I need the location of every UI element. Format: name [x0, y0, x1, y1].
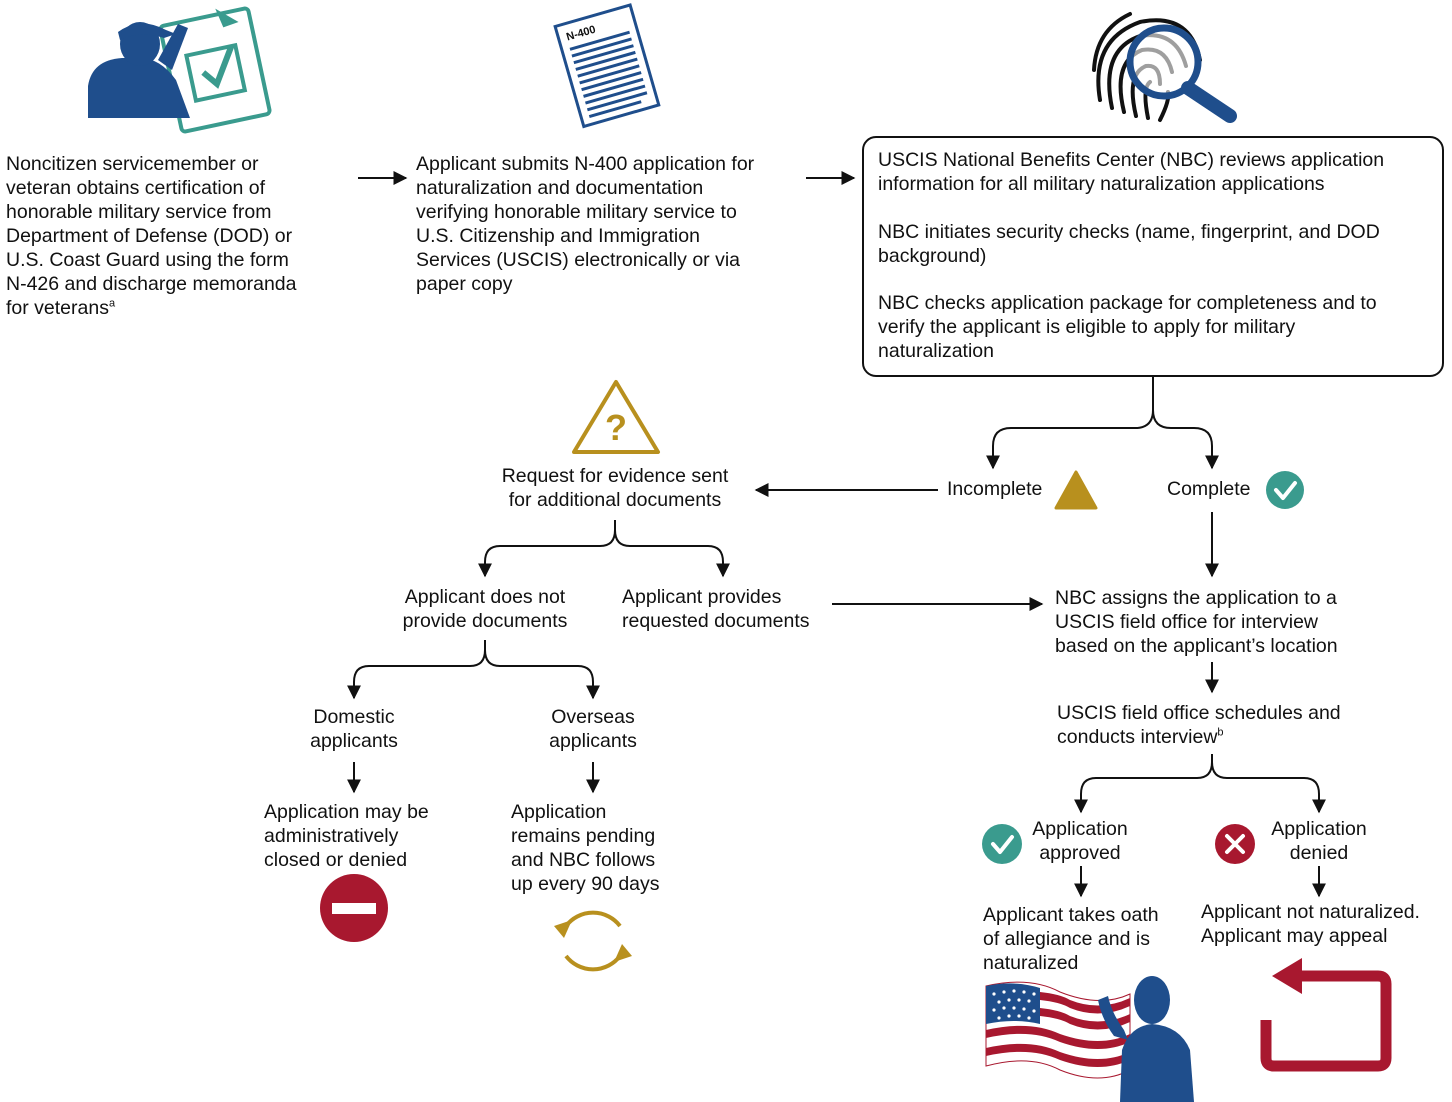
overseas-text: Overseas applicants	[549, 706, 637, 752]
incomplete-warning-icon	[1054, 470, 1098, 510]
complete-label: Complete	[1167, 478, 1251, 500]
approved-text: Application approved	[1032, 818, 1128, 864]
nbc-branch-connector	[986, 375, 1219, 470]
rfe-text: Request for evidence sent for additional…	[501, 465, 729, 511]
step1-label: Noncitizen servicemember or veteran obta…	[6, 153, 297, 319]
provides-text: Applicant provides requested documents	[622, 586, 810, 632]
interview-text: USCIS field office schedules and conduct…	[1057, 701, 1387, 749]
denied-text: Application denied	[1271, 818, 1367, 864]
denied-result-text: Applicant not naturalized. Applicant may…	[1201, 901, 1420, 947]
soldier-certificate-icon	[88, 6, 272, 134]
interview-label: USCIS field office schedules and conduct…	[1057, 702, 1341, 748]
rfe-branch-connector	[478, 520, 730, 578]
do-not-enter-icon	[320, 874, 388, 942]
not-provide-branch-connector	[347, 640, 600, 700]
pending-cycle-icon	[554, 910, 632, 972]
step1-text: Noncitizen servicemember or veteran obta…	[6, 152, 346, 320]
complete-check-icon	[1266, 471, 1304, 509]
step2-text: Applicant submits N-400 application for …	[416, 153, 755, 295]
denied-x-icon	[1215, 824, 1255, 864]
svg-text:?: ?	[605, 407, 627, 448]
nbc-check-text: NBC checks application package for compl…	[878, 292, 1377, 362]
nbc-review-box: USCIS National Benefits Center (NBC) rev…	[862, 136, 1444, 377]
appeal-return-icon	[1260, 958, 1392, 1072]
not-provide-text: Applicant does not provide documents	[402, 586, 568, 632]
nbc-security-text: NBC initiates security checks (name, fin…	[878, 221, 1380, 267]
flag-oath-icon	[985, 976, 1194, 1102]
footnote-b: b	[1217, 726, 1224, 739]
fingerprint-magnifier-icon	[1092, 12, 1237, 123]
nbc-review-text: USCIS National Benefits Center (NBC) rev…	[878, 149, 1385, 195]
question-warning-icon: ?	[572, 380, 660, 454]
approved-check-icon	[982, 824, 1022, 864]
approved-result-text: Applicant takes oath of allegiance and i…	[983, 904, 1159, 974]
footnote-a: a	[108, 297, 116, 310]
domestic-text: Domestic applicants	[310, 706, 398, 752]
overseas-result-text: Application remains pending and NBC foll…	[511, 801, 660, 895]
n400-form-icon: N-400	[553, 3, 661, 129]
assign-text: NBC assigns the application to a USCIS f…	[1055, 587, 1338, 657]
interview-branch-connector	[1074, 754, 1326, 814]
domestic-result-text: Application may be administratively clos…	[264, 801, 429, 871]
incomplete-label: Incomplete	[947, 478, 1043, 500]
